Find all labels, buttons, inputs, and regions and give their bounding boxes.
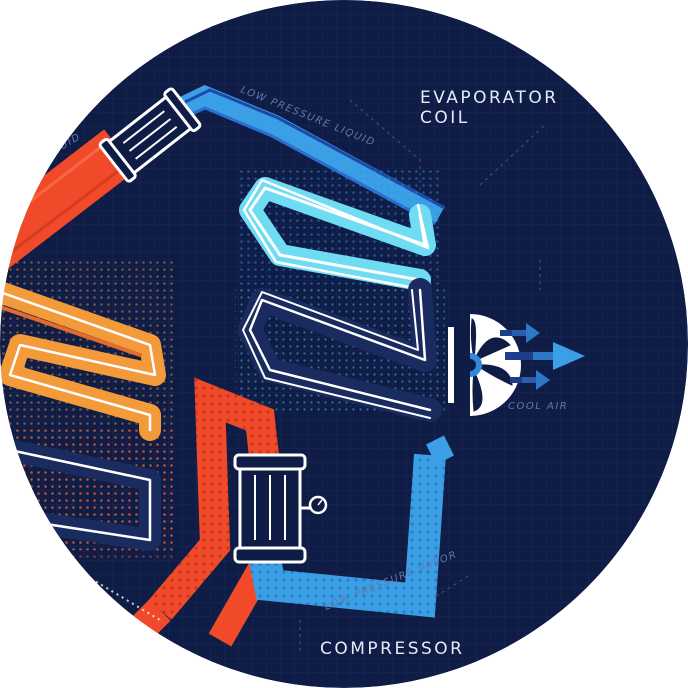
cool-air-arrows — [500, 323, 585, 390]
guide-lines — [299, 99, 546, 655]
expansion-valve — [98, 87, 202, 183]
arrow-right-icon — [500, 323, 540, 343]
arrow-right-icon — [505, 342, 585, 370]
label-cool-air: COOL AIR — [508, 401, 568, 412]
evaporator-coil-upper — [239, 170, 440, 291]
condenser-coil — [0, 260, 175, 560]
fan-icon — [448, 314, 521, 416]
evaporator-coil-lower — [235, 278, 445, 422]
label-evaporator-line2: COIL — [420, 108, 470, 128]
low-pressure-vapor-pipe — [249, 435, 454, 618]
label-evaporator-line1: EVAPORATOR — [420, 88, 559, 108]
compressor — [233, 453, 328, 564]
arrow-right-icon — [510, 370, 550, 390]
label-compressor: COMPRESSOR — [320, 639, 465, 659]
